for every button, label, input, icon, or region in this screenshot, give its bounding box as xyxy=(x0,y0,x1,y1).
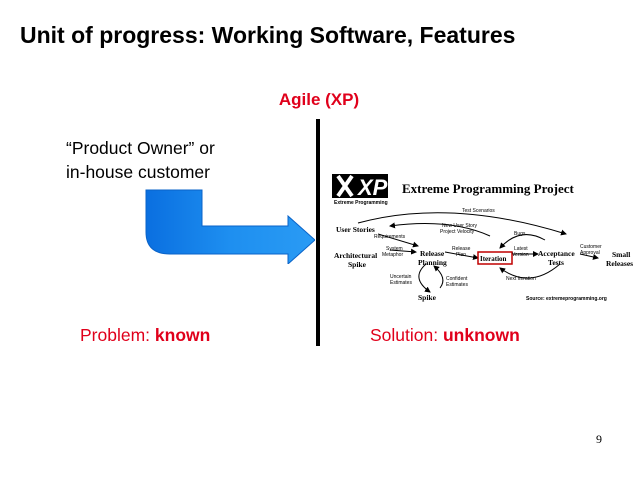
node-iteration: Iteration xyxy=(480,255,507,263)
label-system-metaphor-1: System xyxy=(386,246,403,252)
label-new-user-story-1: New User Story xyxy=(442,223,478,229)
solution-statement: Solution: unknown xyxy=(370,325,520,346)
label-customer-approval-1: Customer xyxy=(580,244,602,250)
vertical-divider xyxy=(316,119,320,346)
problem-prefix: Problem: xyxy=(80,325,155,345)
label-latest-version-2: Version xyxy=(512,252,529,258)
label-new-user-story-2: Project Velocity xyxy=(440,229,475,235)
node-architectural-2: Spike xyxy=(348,260,367,269)
xp-logo-subtext: Extreme Programming xyxy=(334,200,388,206)
label-confident-2: Estimates xyxy=(446,282,468,288)
product-owner-line-1: “Product Owner” or xyxy=(66,138,215,158)
label-uncertain-1: Uncertain xyxy=(390,274,412,280)
label-release-plan-2: Plan xyxy=(456,252,466,258)
solution-value: unknown xyxy=(442,325,520,345)
node-architectural-1: Architectural xyxy=(334,251,377,260)
xp-logo-text: XP xyxy=(356,175,388,200)
node-acceptance-2: Tests xyxy=(548,258,564,267)
product-owner-line-2: in-house customer xyxy=(66,162,210,182)
label-requirements: Requirements xyxy=(374,234,406,240)
node-small-1: Small xyxy=(612,250,630,259)
node-small-2: Releases xyxy=(606,259,633,268)
node-acceptance-1: Acceptance xyxy=(538,249,575,258)
label-uncertain-2: Estimates xyxy=(390,280,412,286)
label-bugs: Bugs xyxy=(514,231,526,237)
page-number: 9 xyxy=(596,432,602,446)
label-release-plan-1: Release xyxy=(452,246,471,252)
problem-statement: Problem: known xyxy=(80,325,210,346)
agile-xp-label: Agile (XP) xyxy=(278,90,360,109)
label-system-metaphor-2: Metaphor xyxy=(382,252,403,258)
diagram-source: Source: extremeprogramming.org xyxy=(526,296,607,302)
label-next-iteration: Next Iteration xyxy=(506,276,536,282)
label-latest-version-1: Latest xyxy=(514,246,528,252)
problem-value: known xyxy=(154,325,211,345)
product-owner-text: “Product Owner” or in-house customer xyxy=(66,136,215,184)
label-test-scenarios: Test Scenarios xyxy=(462,208,495,214)
blue-arrow-icon xyxy=(145,189,315,264)
iteration-box xyxy=(477,251,513,265)
node-release-2: Planning xyxy=(418,258,447,267)
node-spike: Spike xyxy=(418,293,437,302)
xp-project-diagram: XP Extreme Programming Extreme Programmi… xyxy=(332,174,633,302)
slide-title: Unit of progress: Working Software, Feat… xyxy=(20,22,516,48)
xp-logo-icon: XP Extreme Programming xyxy=(332,174,388,206)
label-confident-1: Confident xyxy=(446,276,468,282)
solution-prefix: Solution: xyxy=(370,325,443,345)
node-user-stories: User Stories xyxy=(336,225,375,234)
node-release-1: Release xyxy=(420,249,445,258)
xp-heading: Extreme Programming Project xyxy=(402,181,574,196)
label-customer-approval-2: Approval xyxy=(580,250,600,256)
